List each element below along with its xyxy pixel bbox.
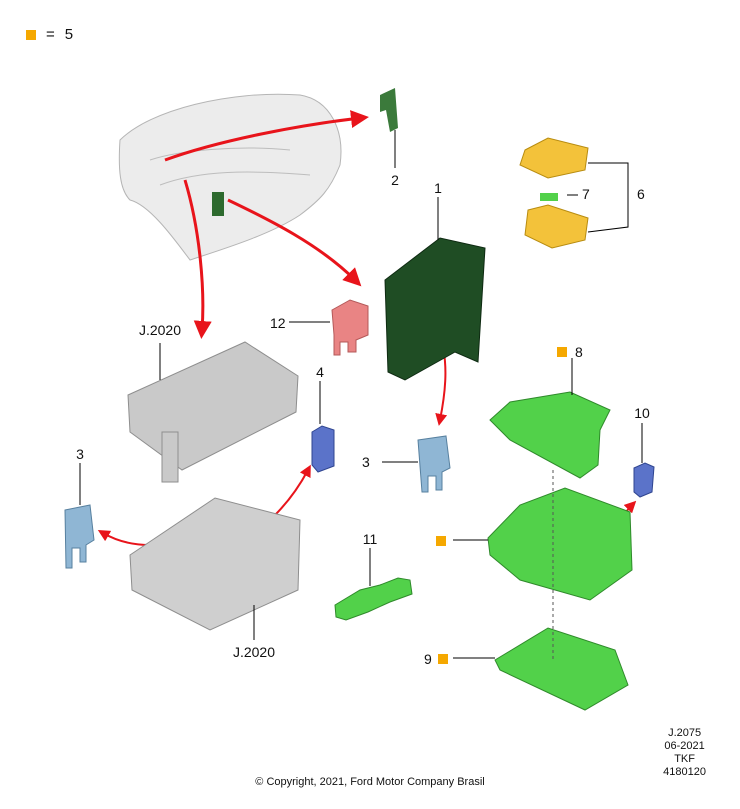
label-8: 8 [575,344,583,360]
drawing-ref: J.2075 [668,727,702,739]
legend-equals: = [46,26,55,43]
drawing-number: 4180120 [663,766,706,778]
legend: = 5 [26,26,73,43]
module-location-marker [212,192,224,216]
part-11-mega-fuse [334,577,413,621]
drawing-date: 06-2021 [664,740,705,752]
part-3-fuse-center [417,435,451,493]
part-8-marker-icon [557,347,567,357]
label-3-center: 3 [362,454,370,470]
drawing-code: TKF [674,753,695,765]
orange-markers [436,347,567,664]
fuse-box-cover [127,341,299,471]
part-9-base [494,627,629,711]
part-9-marker-icon [438,654,448,664]
label-12: 12 [270,315,286,331]
copyright: © Copyright, 2021, Ford Motor Company Br… [255,776,485,788]
part-12-fuse [331,299,369,356]
label-10: 10 [634,405,650,421]
part-8-cover [489,391,611,479]
fuse-box-body [487,487,633,601]
label-6: 6 [637,186,645,202]
part-10-fuse [633,462,655,498]
vehicle-dashboard-illustration [118,93,342,261]
part-4-fuse [311,425,335,473]
assembly-arrows [97,110,637,551]
part-3-fuse-left [64,504,95,569]
label-11: 11 [363,531,378,547]
label-j2020-top: J.2020 [139,322,181,338]
label-4: 4 [316,364,324,380]
label-9: 9 [424,651,432,667]
legend-marker-icon [26,29,36,40]
label-3-left: 3 [76,446,84,462]
label-1: 1 [434,180,442,196]
label-j2020-bottom: J.2020 [233,644,275,660]
label-2: 2 [391,172,399,188]
part-7-clip [540,193,558,201]
part-2-bracket [380,88,398,132]
fuse-box-base [129,497,301,631]
part-1-control-module [384,237,486,381]
legend-value: 5 [64,26,74,43]
label-7: 7 [582,186,590,202]
part-6-housing [519,137,589,249]
leader-lines [79,130,643,659]
fuse-box-marker-icon [436,536,446,546]
drawing-meta: J.2075 06-2021 TKF 4180120 [663,727,706,779]
